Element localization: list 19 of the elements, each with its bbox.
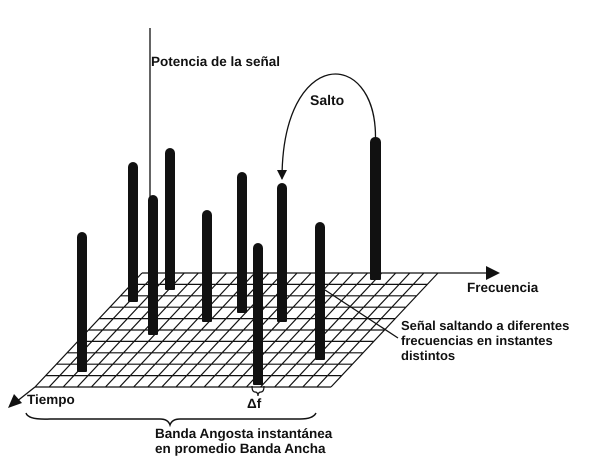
axis-label: Δf: [247, 396, 262, 411]
signal-bar: [202, 210, 212, 322]
signal-bar: [237, 172, 247, 313]
signal-bar: [370, 137, 381, 280]
axis-label: Frecuencia: [467, 280, 538, 295]
signal-bar: [315, 222, 325, 360]
annotation-text: Señal saltando a diferentes frecuencias en instantes distintos: [401, 318, 576, 363]
signal-bar: [128, 162, 138, 302]
hop-arrow: [278, 74, 376, 180]
edge-label: Salto: [308, 92, 346, 108]
signal-bar: [165, 148, 175, 290]
axis-label: Potencia de la señal: [151, 54, 280, 69]
signal-bar: [77, 232, 87, 372]
signal-bar: [253, 243, 263, 385]
axis-label: Tiempo: [27, 392, 75, 407]
axis-label: Banda Angosta instantánea en promedio Banda Ancha: [155, 426, 334, 456]
signal-bar: [148, 195, 158, 335]
signal-bar: [277, 183, 287, 322]
leader-line: [324, 289, 398, 339]
